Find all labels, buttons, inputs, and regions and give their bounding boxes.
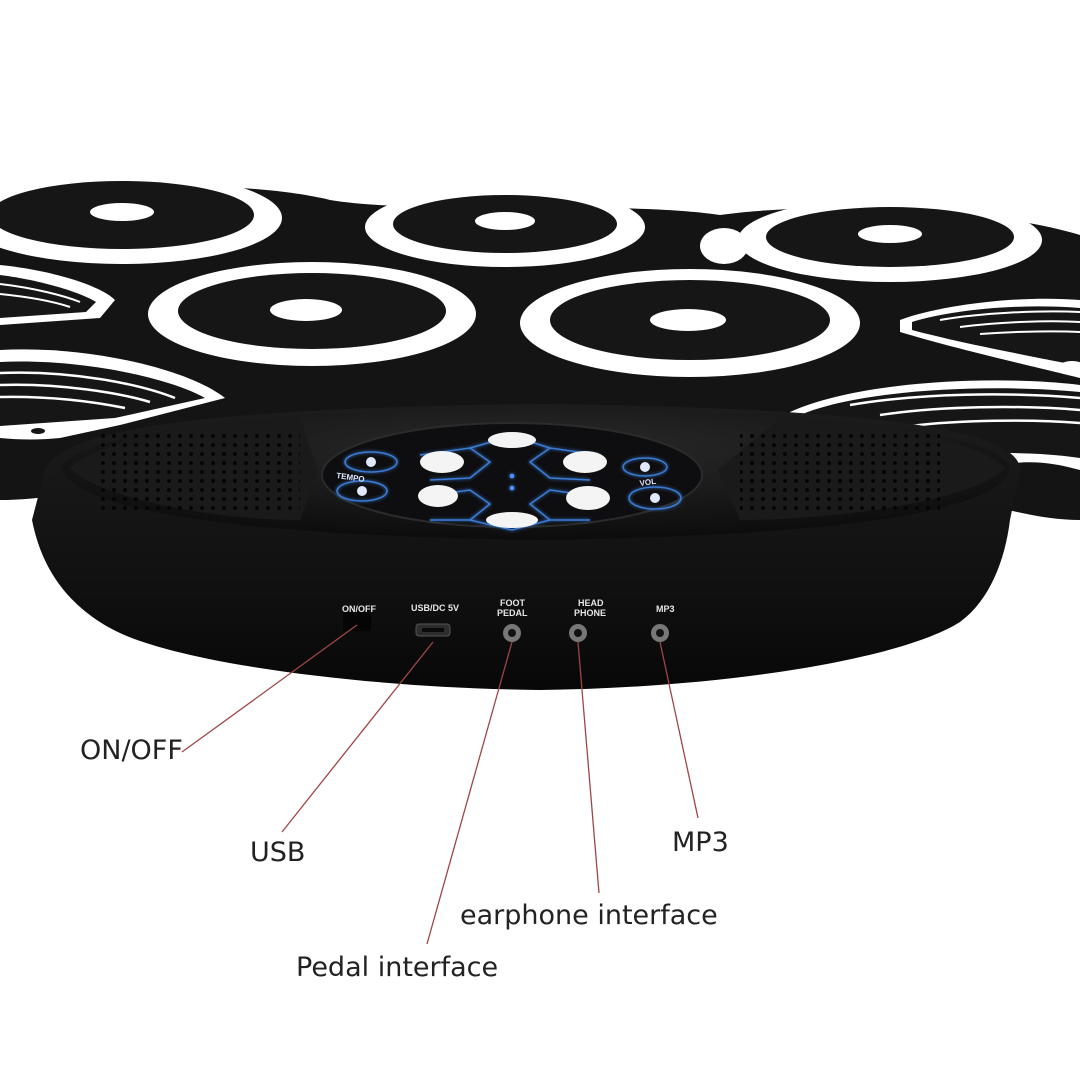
cymbal-pad-right-upper[interactable] bbox=[900, 298, 1080, 378]
volume-down-icon[interactable] bbox=[650, 493, 660, 503]
callout-on-off: ON/OFF bbox=[80, 735, 183, 766]
callout-usb: USB bbox=[250, 837, 306, 868]
leader-line-mp3 bbox=[659, 641, 699, 819]
speaker-grille-right bbox=[740, 430, 940, 515]
callout-earphone-interface: earphone interface bbox=[460, 900, 718, 931]
drum-select-button[interactable] bbox=[420, 451, 464, 473]
leader-line-pedal bbox=[426, 641, 513, 945]
foot-pedal-label-line2: PEDAL bbox=[497, 608, 528, 618]
headphone-label-line1: HEAD bbox=[578, 598, 604, 608]
speaker-grille-left bbox=[100, 430, 300, 515]
headphone-label-line2: PHONE bbox=[574, 608, 606, 618]
drum-pad-top-center[interactable] bbox=[365, 187, 645, 267]
on-off-switch[interactable] bbox=[343, 612, 371, 631]
tempo-down-icon[interactable] bbox=[357, 486, 367, 496]
leader-line-on-off bbox=[181, 624, 358, 753]
mp3-port-label: MP3 bbox=[656, 604, 675, 614]
tempo-up-icon[interactable] bbox=[366, 457, 376, 467]
port-row: ON/OFF USB/DC 5V FOOT PEDAL HEAD PHONE M… bbox=[342, 598, 675, 642]
drum-pad-mid-right[interactable] bbox=[520, 269, 860, 377]
leader-line-usb bbox=[281, 641, 434, 833]
drum-pad-top-right[interactable] bbox=[738, 198, 1042, 282]
record-button[interactable] bbox=[418, 485, 458, 507]
callout-mp3: MP3 bbox=[672, 827, 729, 858]
on-off-port-label: ON/OFF bbox=[342, 604, 376, 614]
cymbal-pad-left-upper[interactable] bbox=[0, 265, 115, 325]
volume-up-icon[interactable] bbox=[640, 462, 650, 472]
callout-pedal-interface: Pedal interface bbox=[296, 952, 499, 983]
tempo-label: TEMPO bbox=[336, 471, 365, 484]
foot-pedal-label-line1: FOOT bbox=[500, 598, 525, 608]
play-button[interactable] bbox=[488, 432, 536, 448]
indicator-led bbox=[509, 485, 515, 491]
kit-select-button[interactable] bbox=[563, 451, 607, 473]
control-panel: TEMPO VOL bbox=[321, 422, 703, 531]
sensor-dot bbox=[700, 228, 748, 264]
indicator-led bbox=[509, 473, 515, 479]
vol-label: VOL bbox=[639, 477, 657, 488]
usb-port-label: USB/DC 5V bbox=[411, 603, 459, 613]
leader-line-earphone bbox=[577, 641, 600, 894]
drum-pad-top-left[interactable] bbox=[0, 172, 282, 264]
cymbal-pad-left-lower[interactable] bbox=[0, 349, 225, 440]
drum-pad-mid-left[interactable] bbox=[148, 262, 476, 366]
metronome-button[interactable] bbox=[486, 512, 538, 528]
demo-button[interactable] bbox=[566, 486, 610, 510]
callout-lines bbox=[181, 624, 699, 945]
